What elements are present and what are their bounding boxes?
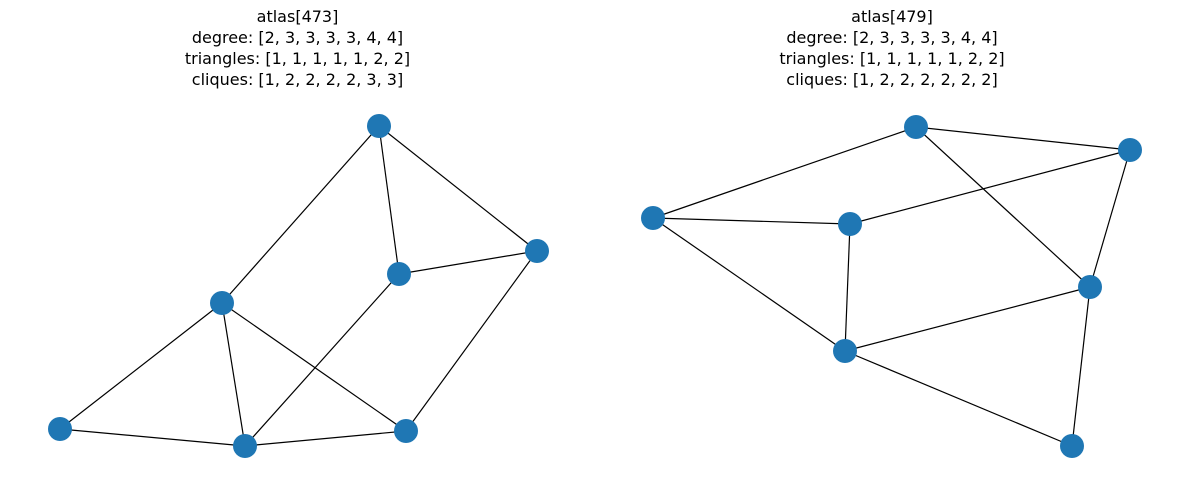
graph-edge: [398, 250, 538, 275]
cliques-label: cliques: [1, 2, 2, 2, 2, 2, 2]: [786, 70, 998, 89]
graph-node: [1078, 275, 1102, 299]
graph-edge: [244, 273, 400, 447]
degree-label: degree: [2, 3, 3, 3, 3, 4, 4]: [786, 28, 998, 47]
graph-drawing: [48, 114, 549, 458]
cliques-label: cliques: [1, 2, 2, 2, 2, 3, 3]: [191, 70, 404, 89]
graph-edge: [915, 126, 1131, 151]
graph-edge: [221, 125, 380, 304]
graph-node: [48, 417, 72, 441]
graph-node: [394, 419, 418, 443]
graph-edge: [1071, 286, 1091, 447]
graph-node: [525, 239, 549, 263]
graph-edge: [59, 302, 223, 430]
graph-edge: [378, 125, 538, 252]
graph-edge: [221, 302, 407, 432]
graph-edge: [59, 428, 246, 447]
graph-node: [838, 212, 862, 236]
degree-label: degree: [2, 3, 3, 3, 3, 4, 4]: [191, 28, 404, 47]
graph-edge: [1089, 149, 1131, 288]
graph-edge: [844, 350, 1073, 447]
graph-edge: [221, 302, 246, 447]
triangles-label: triangles: [1, 1, 1, 1, 1, 2, 2]: [184, 49, 411, 68]
graph-edge: [844, 223, 851, 352]
graph-edge: [915, 126, 1091, 288]
graph-node: [1060, 434, 1084, 458]
graph-node: [233, 434, 257, 458]
graph-edge: [849, 149, 1131, 225]
graph-title-block: atlas[473] degree: [2, 3, 3, 3, 3, 4, 4]…: [0, 6, 595, 90]
graph-title: atlas[479]: [851, 7, 933, 26]
graph-edge: [652, 217, 851, 225]
graph-edge: [244, 430, 407, 447]
graph-node: [210, 291, 234, 315]
graph-edge: [405, 250, 538, 432]
graph-edge: [652, 217, 846, 352]
graph-panel-right: atlas[479] degree: [2, 3, 3, 3, 3, 4, 4]…: [595, 0, 1189, 489]
graph-node: [1118, 138, 1142, 162]
graph-edge: [844, 286, 1091, 352]
graph-node: [367, 114, 391, 138]
graph-panel-left: atlas[473] degree: [2, 3, 3, 3, 3, 4, 4]…: [0, 6, 595, 458]
graph-edge: [652, 126, 917, 219]
graph-title: atlas[473]: [256, 7, 339, 26]
graph-node: [833, 339, 857, 363]
graph-edge: [378, 125, 400, 275]
graph-node: [641, 206, 665, 230]
graph-node: [904, 115, 928, 139]
graph-title-block: atlas[479] degree: [2, 3, 3, 3, 3, 4, 4]…: [595, 6, 1189, 90]
triangles-label: triangles: [1, 1, 1, 1, 1, 2, 2]: [779, 49, 1005, 68]
graph-node: [387, 262, 411, 286]
graph-drawing: [641, 115, 1142, 458]
